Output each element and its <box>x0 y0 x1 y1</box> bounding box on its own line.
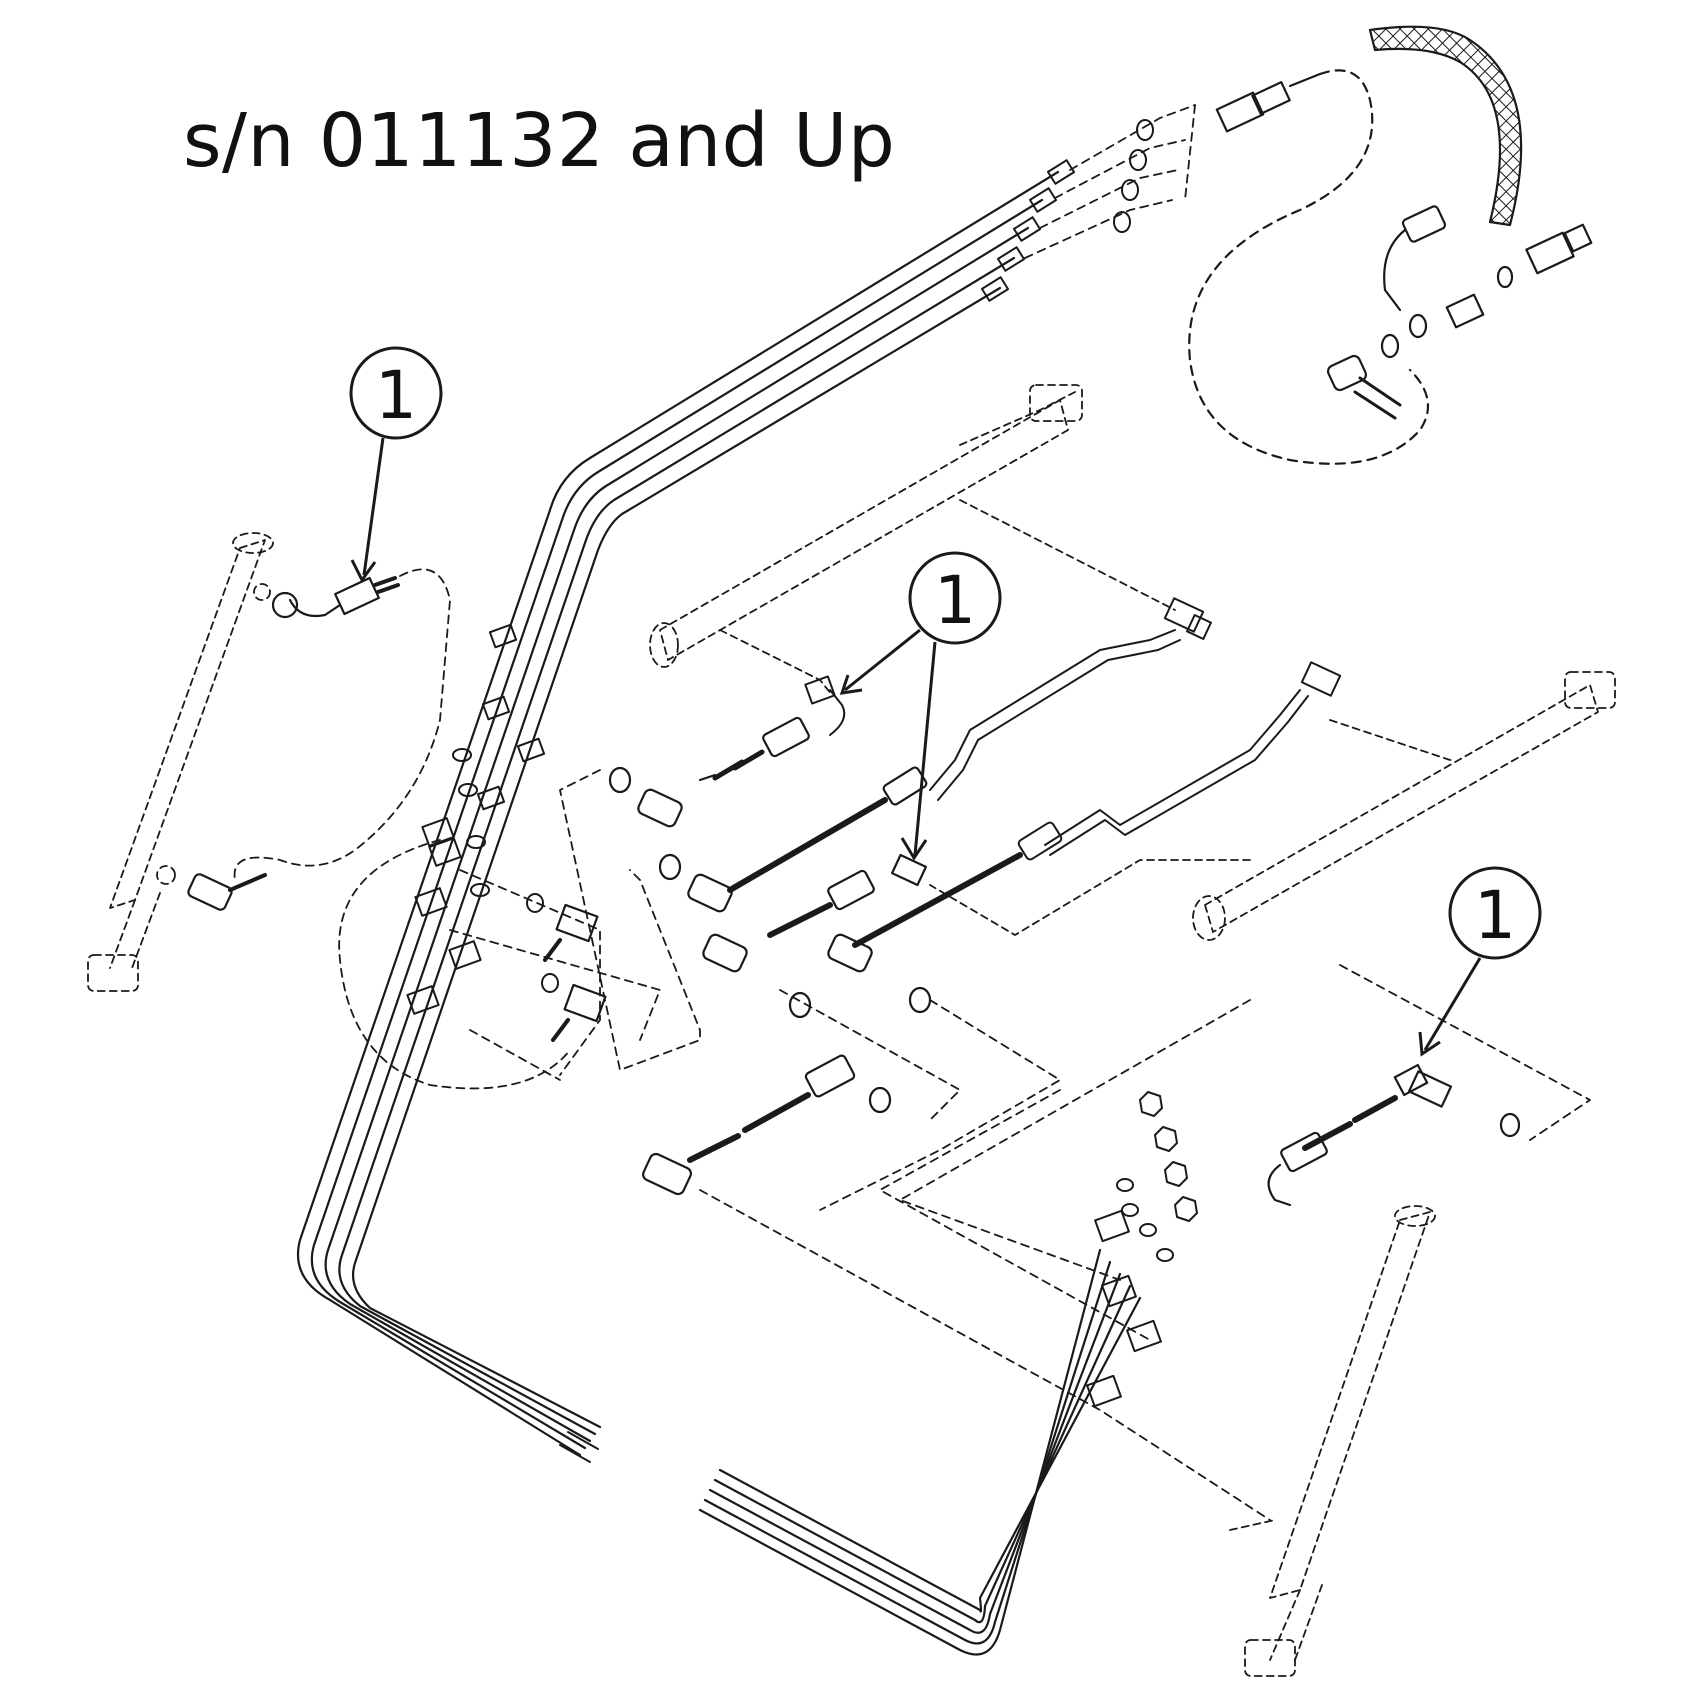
tube-middle-upper <box>804 597 1212 801</box>
callout-1-right: 1 <box>1418 866 1542 1057</box>
svg-text:1: 1 <box>375 357 417 434</box>
callout-1-center: 1 <box>839 551 1002 861</box>
hose-lower-left <box>642 1054 892 1196</box>
tube-fittings-lower <box>1086 1091 1198 1408</box>
dashed-leaders-upper <box>1024 104 1196 259</box>
hose-left-upper <box>271 576 400 619</box>
page-title: s/n 011132 and Up <box>183 98 896 184</box>
quick-coupler-upper <box>1188 69 1430 465</box>
cylinder-left <box>87 532 274 992</box>
callout-1-left: 1 <box>349 346 443 583</box>
hose-right-lower <box>1267 1063 1521 1207</box>
tube-end-fittings-upper <box>980 159 1076 302</box>
tube-right-middle <box>852 661 1342 948</box>
hose-left-dashed <box>233 568 451 881</box>
tube-fittings-left-mid <box>406 623 559 1015</box>
tube-bundle-lower <box>698 1248 1142 1656</box>
cylinder-lower-right <box>1229 1205 1436 1677</box>
dashed-leader-middle <box>559 769 701 1071</box>
svg-text:1: 1 <box>934 562 976 639</box>
hose-middle-1 <box>608 716 810 828</box>
cylinder-right-middle <box>929 671 1616 941</box>
hose-middle-2 <box>658 766 928 913</box>
braided-sleeve <box>1368 25 1523 227</box>
dashed-leaders-center <box>699 964 1591 1521</box>
hose-middle-3 <box>702 853 932 1019</box>
dashed-leaders-left <box>338 839 661 1090</box>
o-rings-upper <box>1113 119 1154 233</box>
hose-left-lower <box>187 873 267 911</box>
swivel-fittings-left <box>543 903 607 1042</box>
elbow-fitting-upper-right <box>1326 205 1593 420</box>
tube-bundle-left <box>296 170 1060 1463</box>
svg-text:1: 1 <box>1474 877 1516 954</box>
